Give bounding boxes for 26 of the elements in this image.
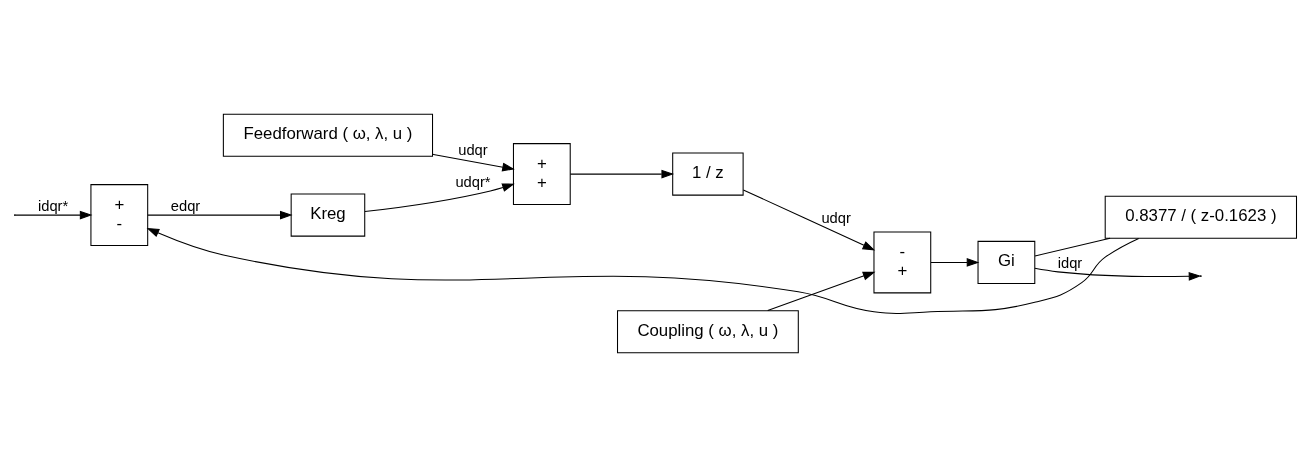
arrow [569, 169, 675, 179]
arrow [930, 257, 980, 267]
arrow [742, 188, 876, 250]
edge-label: edqr [170, 197, 201, 214]
node-box: Kreg [290, 193, 366, 237]
edge-label: idqr* [37, 197, 69, 214]
edge-label: udqr [821, 209, 851, 226]
connector [1034, 237, 1111, 256]
node-box: Feedforward ( ω, λ, u ) [222, 113, 434, 157]
node-box: Coupling ( ω, λ, u ) [617, 309, 799, 353]
arrow [147, 210, 293, 220]
arrow [364, 182, 515, 212]
node-box: + + [512, 142, 571, 205]
node-box: Gi [977, 240, 1036, 284]
node-box: 1 / z [672, 152, 744, 196]
arrow [432, 153, 515, 171]
node-box: 0.8377 / ( z-0.1623 ) [1104, 195, 1298, 239]
edge-label: idqr [1057, 254, 1083, 271]
edge-label: udqr [458, 141, 488, 158]
arrow [767, 271, 876, 311]
node-box: - + [873, 230, 932, 293]
arrow [146, 227, 1140, 314]
arrow [14, 210, 93, 220]
arrow [1034, 267, 1202, 281]
node-box: + - [90, 183, 149, 246]
edge-label: udqr* [455, 173, 491, 190]
